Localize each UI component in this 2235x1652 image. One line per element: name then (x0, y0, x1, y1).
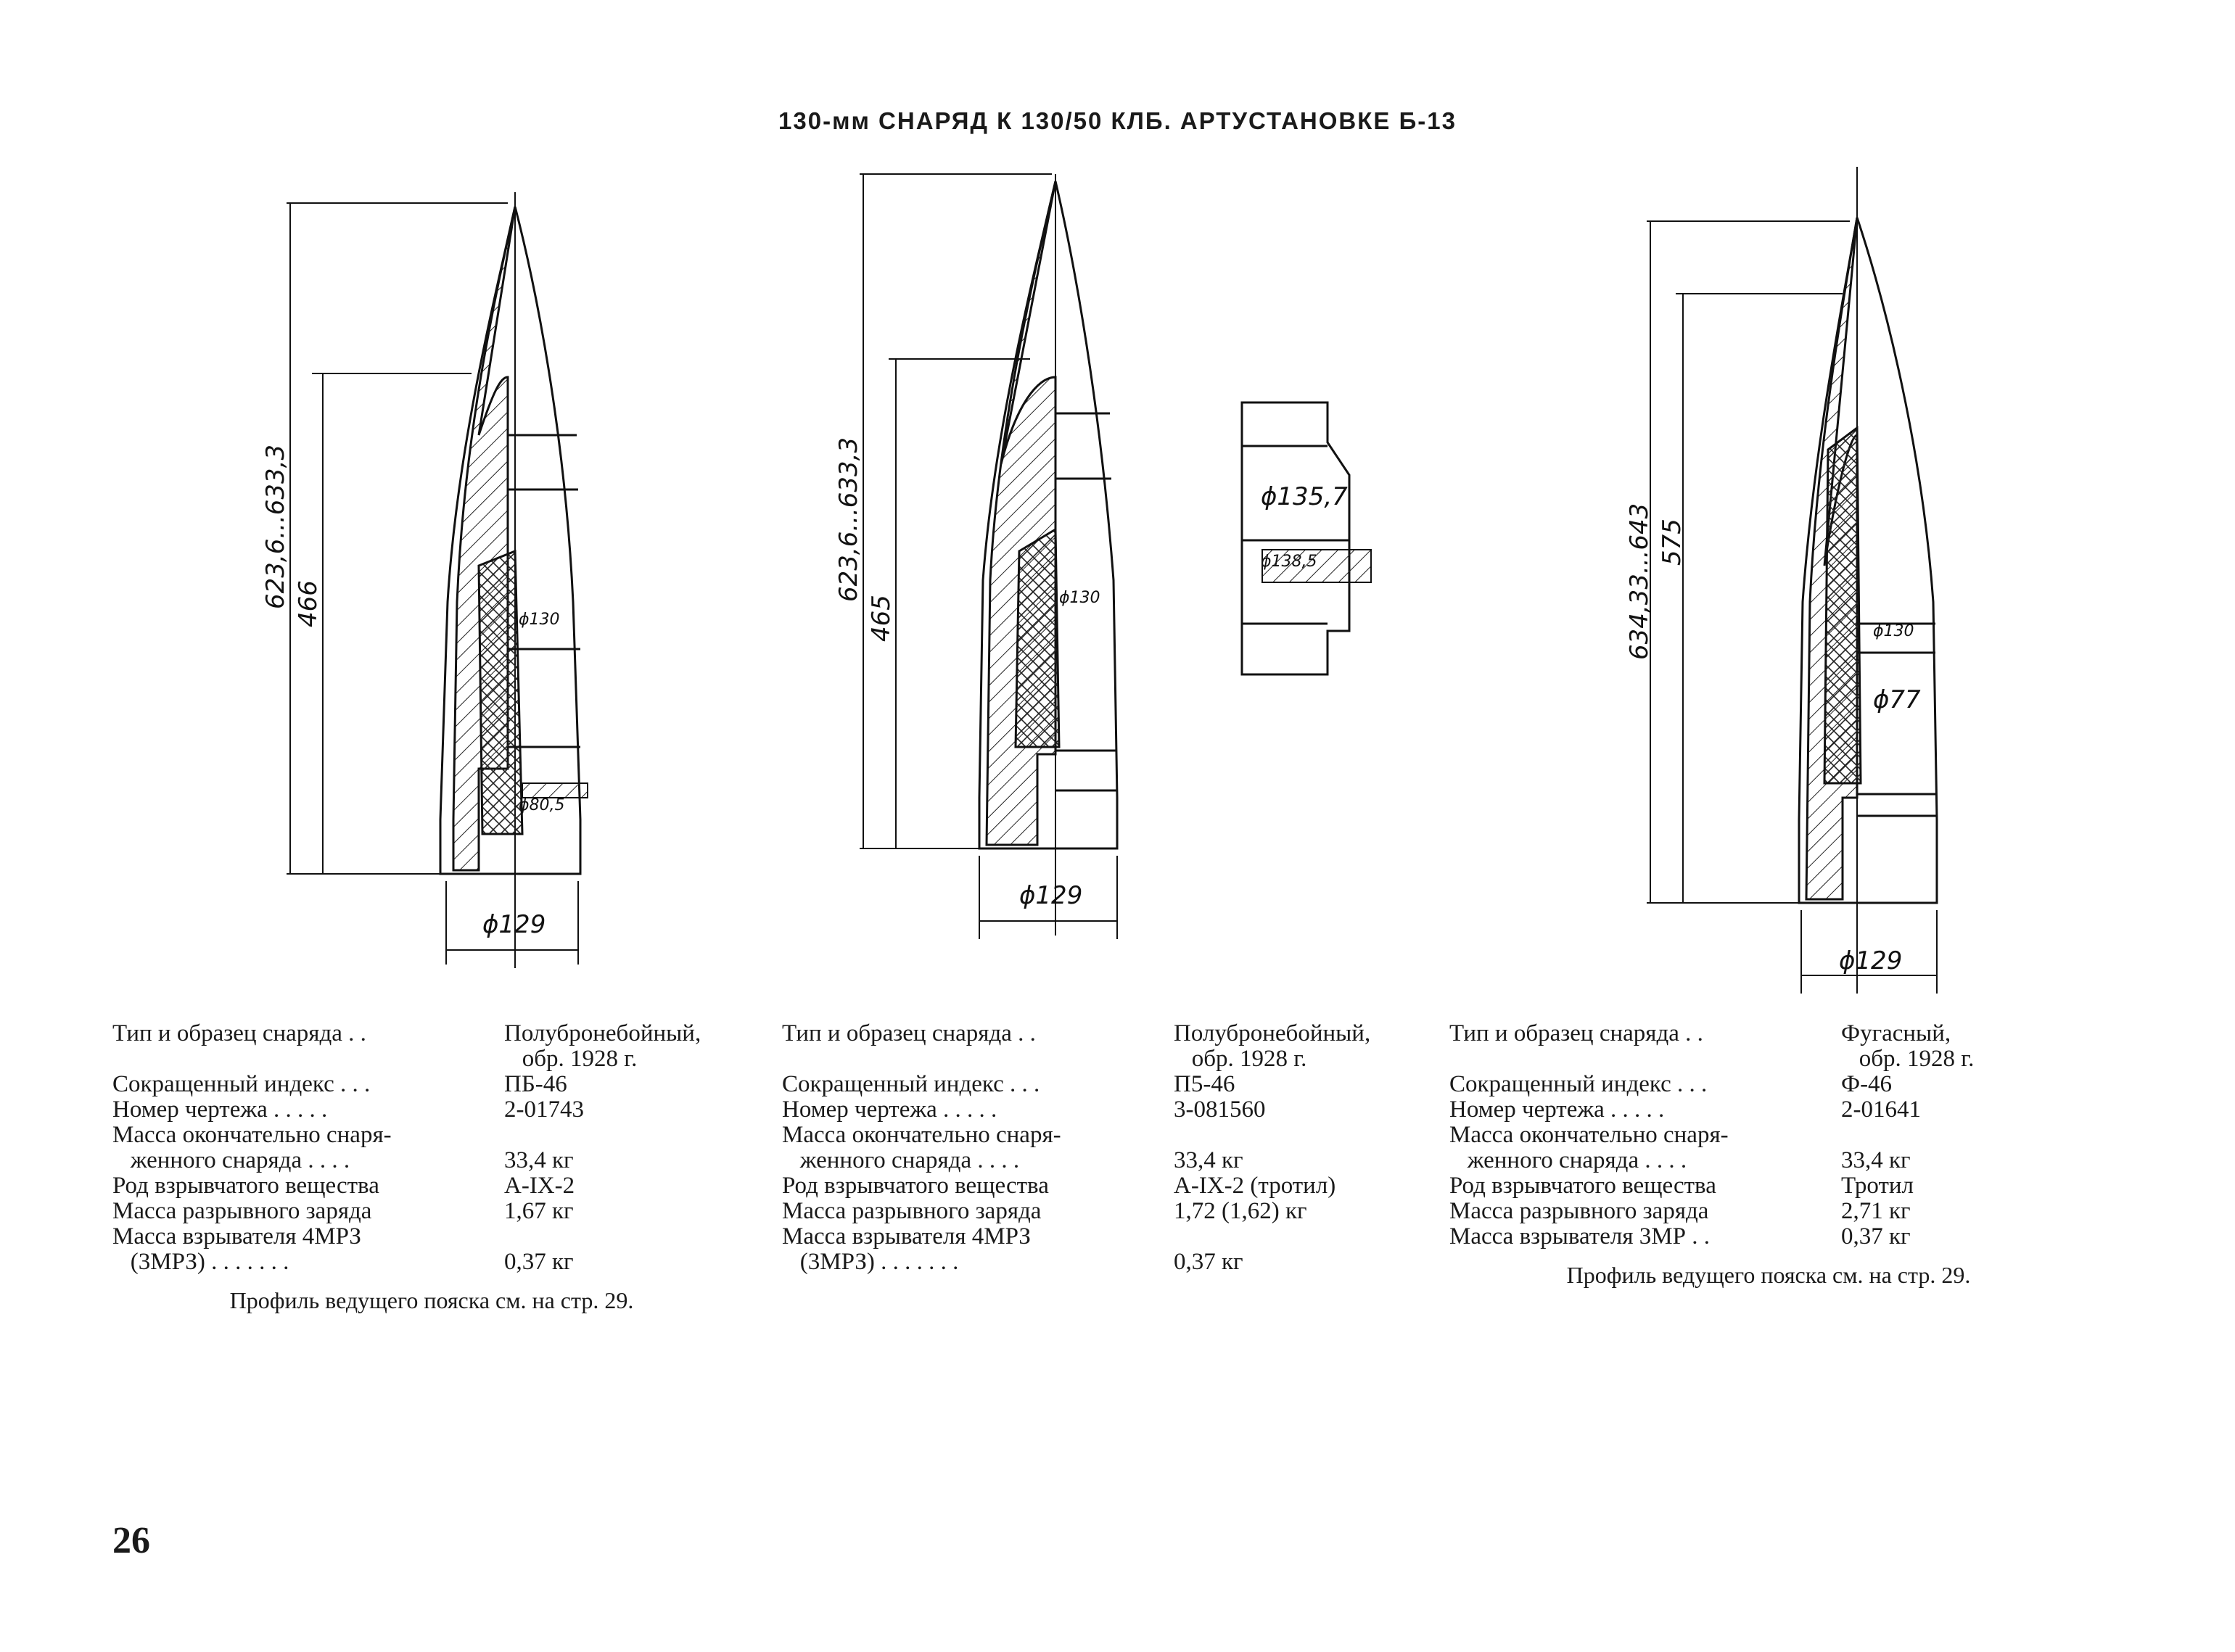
spec-note: Профиль ведущего пояска см. на стр. 29. (229, 1287, 634, 1313)
spec-value: Фугасный, обр. 1928 г. (1841, 1020, 1975, 1072)
spec-value: 2-01641 (1841, 1096, 1921, 1123)
spec-row: Масса разрывного заряда 1,67 кг (112, 1199, 751, 1224)
spec-value: Полубронебойный, обр. 1928 г. (504, 1020, 701, 1072)
spec-row: Масса разрывного заряда 2,71 кг (1449, 1199, 2088, 1224)
spec-table-2: Тип и образец снаряда . . Полубронебойный… (782, 1021, 1420, 1275)
spec-value: 33,4 кг (1841, 1147, 1911, 1173)
technical-drawings (287, 167, 1938, 994)
band-outer-diameter: ϕ135,7 (1261, 482, 1348, 511)
shell-2-overall-length: 623,6...633,3 (834, 437, 863, 602)
spec-label: Масса разрывного заряда (1449, 1198, 1709, 1224)
shell-3-band-diameter: ϕ130 (1873, 622, 1914, 640)
spec-value: А-IX-2 (тротил) (1174, 1173, 1336, 1199)
spec-value: 1,72 (1,62) кг (1174, 1198, 1307, 1224)
spec-row: Масса взрывателя 4МРЗ (3МРЗ) . . . . . .… (112, 1224, 751, 1275)
spec-value: Ф-46 (1841, 1071, 1893, 1097)
spec-label: Тип и образец снаряда . . (112, 1020, 366, 1046)
spec-label: Тип и образец снаряда . . (782, 1020, 1036, 1046)
spec-row: Тип и образец снаряда . . Фугасный, обр. … (1449, 1021, 2088, 1072)
shell-1-cavity-length: 466 (294, 580, 323, 627)
spec-row: Масса окончательно снаря- женного снаряд… (1449, 1123, 2088, 1173)
spec-label: Номер чертежа . . . . . (782, 1096, 997, 1123)
spec-row: Род взрывчатого вещества Тротил (1449, 1173, 2088, 1199)
spec-label: Номер чертежа . . . . . (1449, 1096, 1665, 1123)
spec-value: 33,4 кг (1174, 1147, 1243, 1173)
driving-band-detail (1240, 401, 1372, 676)
shell-2-band-diameter: ϕ130 (1059, 589, 1100, 607)
spec-label: Масса разрывного заряда (112, 1198, 372, 1224)
spec-table-1: Тип и образец снаряда . . Полубронебойный… (112, 1021, 751, 1313)
spec-row: Сокращенный индекс . . . ПБ-46 (112, 1072, 751, 1097)
shell-3-base-diameter: ϕ129 (1839, 946, 1903, 975)
spec-label: Род взрывчатого вещества (782, 1173, 1049, 1199)
spec-value: 3-081560 (1174, 1096, 1266, 1123)
spec-row: Масса окончательно снаря- женного снаряд… (112, 1123, 751, 1173)
spec-value: А-IX-2 (504, 1173, 575, 1199)
spec-value: 0,37 кг (1174, 1249, 1243, 1275)
spec-row: Номер чертежа . . . . . 2-01641 (1449, 1097, 2088, 1123)
spec-label: Род взрывчатого вещества (1449, 1173, 1716, 1199)
shell-1-base-diameter: ϕ129 (482, 910, 546, 939)
spec-label: Тип и образец снаряда . . (1449, 1020, 1703, 1046)
shell-3-cavity-diameter: ϕ77 (1873, 685, 1921, 714)
spec-row: Сокращенный индекс . . . Ф-46 (1449, 1072, 2088, 1097)
spec-value: Тротил (1841, 1173, 1914, 1199)
shell-3-drawing (1647, 167, 1938, 994)
spec-label: Номер чертежа . . . . . (112, 1096, 328, 1123)
page-number: 26 (112, 1520, 150, 1561)
shell-1-band-diameter: ϕ130 (519, 611, 560, 629)
spec-row: Род взрывчатого вещества А-IX-2 (112, 1173, 751, 1199)
spec-row: Номер чертежа . . . . . 2-01743 (112, 1097, 751, 1123)
shell-3-overall-length: 634,33...643 (1625, 503, 1654, 660)
shell-1-fuze-diameter: ϕ80,5 (519, 796, 565, 814)
spec-label: Сокращенный индекс . . . (1449, 1071, 1708, 1097)
spec-value: 2-01743 (504, 1096, 584, 1123)
spec-label: Масса разрывного заряда (782, 1198, 1042, 1224)
spec-row: Номер чертежа . . . . . 3-081560 (782, 1097, 1420, 1123)
shell-2-base-diameter: ϕ129 (1019, 881, 1083, 910)
spec-value: 1,67 кг (504, 1198, 574, 1224)
spec-label: Сокращенный индекс . . . (112, 1071, 371, 1097)
spec-value: 2,71 кг (1841, 1198, 1911, 1224)
spec-label: Масса взрывателя 4МРЗ (3МРЗ) . . . . . .… (112, 1223, 361, 1275)
spec-note: Профиль ведущего пояска см. на стр. 29. (1566, 1262, 1971, 1288)
shell-2-cavity-length: 465 (867, 595, 896, 642)
spec-label: Масса взрывателя 4МРЗ (3МРЗ) . . . . . .… (782, 1223, 1031, 1275)
shell-2-drawing (860, 173, 1119, 939)
page-title: 130-мм СНАРЯД К 130/50 КЛБ. АРТУСТАНОВКЕ… (778, 107, 1457, 134)
shell-3-cavity-length: 575 (1658, 519, 1687, 566)
shell-1-overall-length: 623,6...633,3 (261, 444, 290, 609)
spec-value: 0,37 кг (1841, 1223, 1911, 1250)
spec-row: Масса окончательно снаря- женного снаряд… (782, 1123, 1420, 1173)
spec-value: Полубронебойный, обр. 1928 г. (1174, 1020, 1371, 1072)
spec-value: 0,37 кг (504, 1249, 574, 1275)
spec-value: 33,4 кг (504, 1147, 574, 1173)
spec-row: Тип и образец снаряда . . Полубронебойный… (782, 1021, 1420, 1072)
spec-label: Род взрывчатого вещества (112, 1173, 379, 1199)
spec-label: Масса окончательно снаря- женного снаряд… (112, 1122, 392, 1173)
spec-row: Масса взрывателя 4МРЗ (3МРЗ) . . . . . .… (782, 1224, 1420, 1275)
band-inner-diameter: ϕ138,5 (1261, 553, 1317, 571)
spec-label: Масса взрывателя 3МР . . (1449, 1223, 1710, 1250)
shell-1-drawing (287, 192, 588, 968)
spec-label: Сокращенный индекс . . . (782, 1071, 1040, 1097)
spec-row: Масса разрывного заряда 1,72 (1,62) кг (782, 1199, 1420, 1224)
spec-label: Масса окончательно снаря- женного снаряд… (782, 1122, 1061, 1173)
spec-label: Масса окончательно снаря- женного снаряд… (1449, 1122, 1729, 1173)
spec-row: Тип и образец снаряда . . Полубронебойный… (112, 1021, 751, 1072)
spec-row: Род взрывчатого вещества А-IX-2 (тротил) (782, 1173, 1420, 1199)
spec-row: Масса взрывателя 3МР . . 0,37 кг (1449, 1224, 2088, 1250)
spec-value: П5-46 (1174, 1071, 1235, 1097)
spec-row: Сокращенный индекс . . . П5-46 (782, 1072, 1420, 1097)
spec-value: ПБ-46 (504, 1071, 567, 1097)
spec-table-3: Тип и образец снаряда . . Фугасный, обр. … (1449, 1021, 2088, 1288)
